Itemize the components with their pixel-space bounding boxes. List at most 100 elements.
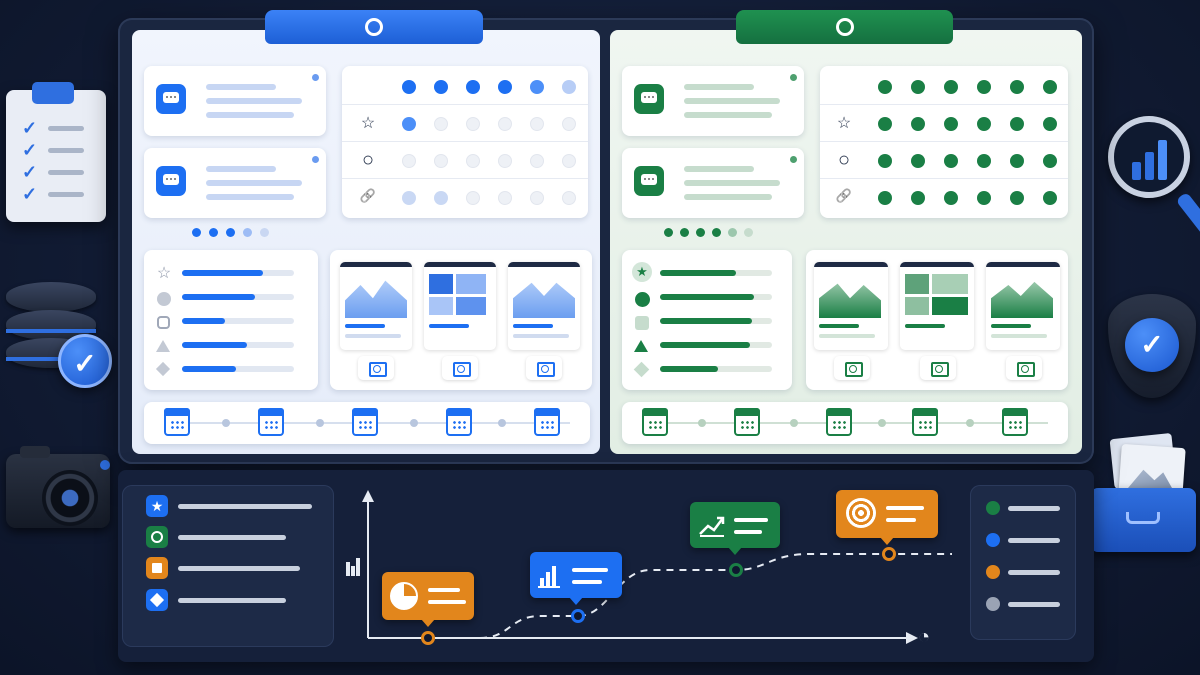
grid-dot[interactable] — [1043, 117, 1057, 131]
target-callout[interactable] — [836, 490, 938, 545]
grid-dot[interactable] — [402, 80, 416, 94]
grid-dot[interactable] — [434, 191, 448, 205]
timeline-node[interactable] — [571, 609, 585, 623]
star-icon: ☆ — [836, 115, 852, 132]
blue-panel-tab[interactable] — [265, 10, 483, 44]
progress-fill — [182, 270, 263, 276]
image-thumbnail[interactable] — [508, 262, 580, 350]
grid-dot[interactable] — [944, 117, 958, 131]
grid-dot[interactable] — [562, 80, 576, 94]
grid-dot[interactable] — [498, 117, 512, 131]
timeline-node[interactable] — [729, 563, 743, 577]
grid-dot[interactable] — [434, 117, 448, 131]
camera-icon — [6, 444, 112, 530]
grid-dot[interactable] — [1043, 191, 1057, 205]
grid-dot[interactable] — [1043, 80, 1057, 94]
grid-dot[interactable] — [878, 117, 892, 131]
calendar-icon[interactable] — [352, 408, 378, 436]
grid-dot[interactable] — [402, 191, 416, 205]
camera-button[interactable] — [920, 356, 956, 380]
triangle-icon — [156, 340, 170, 352]
timeline-node[interactable] — [882, 547, 896, 561]
grid-dot[interactable] — [562, 191, 576, 205]
camera-button[interactable] — [442, 356, 478, 380]
grid-dot[interactable] — [498, 191, 512, 205]
calendar-icon[interactable] — [446, 408, 472, 436]
message-card[interactable] — [622, 66, 804, 136]
grid-dot[interactable] — [498, 80, 512, 94]
grid-dot[interactable] — [878, 80, 892, 94]
image-thumbnail[interactable] — [340, 262, 412, 350]
grid-dot[interactable] — [466, 117, 480, 131]
timeline-node[interactable] — [421, 631, 435, 645]
pager-dots[interactable] — [192, 228, 282, 238]
grid-dot[interactable] — [1043, 154, 1057, 168]
grid-dot[interactable] — [911, 117, 925, 131]
grid-dot[interactable] — [466, 154, 480, 168]
camera-button[interactable] — [358, 356, 394, 380]
grid-dot[interactable] — [434, 154, 448, 168]
grid-dot[interactable] — [1010, 191, 1024, 205]
diamond-icon — [155, 361, 171, 377]
grid-dot[interactable] — [530, 117, 544, 131]
grid-dot[interactable] — [911, 80, 925, 94]
grid-dot[interactable] — [530, 80, 544, 94]
grid-dot[interactable] — [944, 191, 958, 205]
shield-check-icon: ✓ — [1108, 294, 1198, 400]
calendar-icon[interactable] — [1002, 408, 1028, 436]
diamond-icon — [146, 589, 168, 611]
image-thumbnail[interactable] — [814, 262, 888, 350]
grid-dot[interactable] — [562, 154, 576, 168]
calendar-icon[interactable] — [826, 408, 852, 436]
grid-dot[interactable] — [977, 80, 991, 94]
message-card[interactable] — [622, 148, 804, 218]
message-card[interactable] — [144, 148, 326, 218]
message-card[interactable] — [144, 66, 326, 136]
checklist: ✓ ✓ ✓ ✓ — [22, 118, 92, 214]
grid-dot[interactable] — [402, 117, 416, 131]
progress-track — [660, 318, 772, 324]
grid-dot[interactable] — [944, 80, 958, 94]
bar-chart-callout[interactable] — [530, 552, 622, 605]
grid-dot[interactable] — [911, 191, 925, 205]
link-icon: 🔗 — [359, 188, 377, 203]
grid-dot[interactable] — [1010, 80, 1024, 94]
green-panel-tab[interactable] — [736, 10, 953, 44]
pie-chart-callout[interactable] — [382, 572, 474, 627]
grid-dot[interactable] — [977, 154, 991, 168]
grid-dot[interactable] — [562, 117, 576, 131]
camera-button[interactable] — [1006, 356, 1042, 380]
calendar-icon[interactable] — [164, 408, 190, 436]
image-thumbnail[interactable] — [986, 262, 1060, 350]
grid-dot[interactable] — [402, 154, 416, 168]
camera-button[interactable] — [834, 356, 870, 380]
grid-dot[interactable] — [878, 154, 892, 168]
grid-dot[interactable] — [466, 191, 480, 205]
grid-dot[interactable] — [434, 80, 448, 94]
grid-dot[interactable] — [1010, 154, 1024, 168]
trend-up-callout[interactable] — [690, 502, 780, 555]
grid-dot[interactable] — [878, 191, 892, 205]
circle-icon: ○ — [837, 149, 851, 171]
progress-track — [660, 294, 772, 300]
grid-dot[interactable] — [466, 80, 480, 94]
image-thumbnail[interactable] — [900, 262, 974, 350]
pager-dots[interactable] — [664, 228, 764, 238]
image-thumbnail[interactable] — [424, 262, 496, 350]
grid-dot[interactable] — [1010, 117, 1024, 131]
calendar-icon[interactable] — [734, 408, 760, 436]
grid-dot[interactable] — [498, 154, 512, 168]
progress-list-card: ☆ — [144, 250, 318, 390]
calendar-icon[interactable] — [534, 408, 560, 436]
grid-dot[interactable] — [530, 154, 544, 168]
calendar-icon[interactable] — [912, 408, 938, 436]
grid-dot[interactable] — [944, 154, 958, 168]
calendar-timeline — [144, 402, 590, 444]
camera-button[interactable] — [526, 356, 562, 380]
calendar-icon[interactable] — [642, 408, 668, 436]
calendar-icon[interactable] — [258, 408, 284, 436]
grid-dot[interactable] — [911, 154, 925, 168]
grid-dot[interactable] — [977, 191, 991, 205]
grid-dot[interactable] — [530, 191, 544, 205]
grid-dot[interactable] — [977, 117, 991, 131]
